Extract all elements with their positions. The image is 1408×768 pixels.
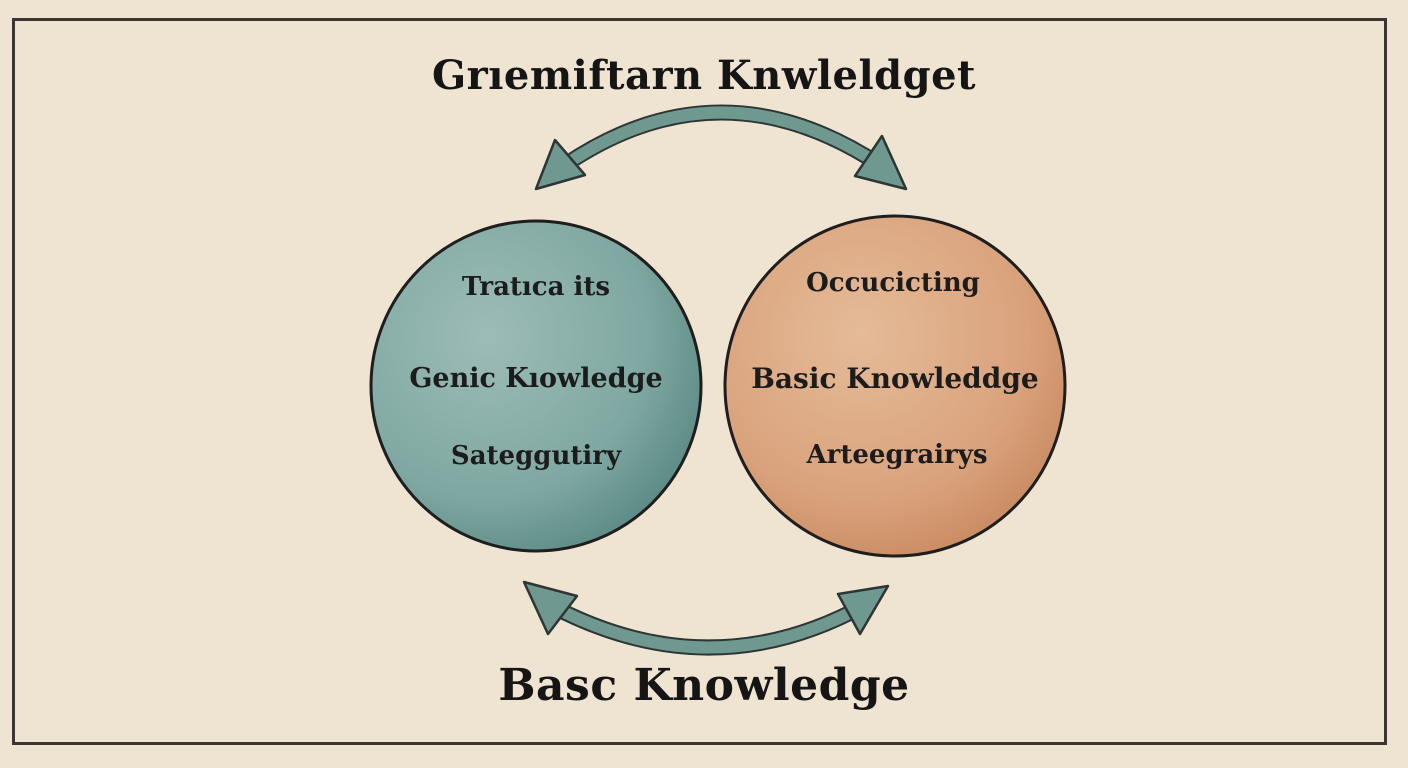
right-knowledge-circle xyxy=(723,214,1067,558)
border-frame xyxy=(12,18,1387,745)
diagram-top-title: Grıemiftarn Knwleldget xyxy=(431,52,977,99)
top-arrow-head-right xyxy=(853,134,908,191)
left-circle-line-1: Tratıca its xyxy=(461,272,611,302)
left-knowledge-circle xyxy=(369,219,703,553)
right-circle-line-3: Arteegrairys xyxy=(806,440,988,470)
bottom-arrow-head-right xyxy=(836,584,890,636)
left-circle-line-3: Sateggutiry xyxy=(450,441,622,471)
right-circle-line-1: Occucicting xyxy=(806,268,980,298)
left-circle-line-2: Genic Kıowledge xyxy=(409,363,663,394)
bottom-arrow-head-left xyxy=(522,580,579,636)
top-arrow-head-left xyxy=(534,138,587,191)
diagram-bottom-title: Basc Knowledge xyxy=(498,660,910,711)
bottom-cycle-arrow xyxy=(522,580,890,656)
right-circle-line-2: Basic Knowleddge xyxy=(751,362,1039,395)
top-cycle-arrow xyxy=(534,104,908,191)
